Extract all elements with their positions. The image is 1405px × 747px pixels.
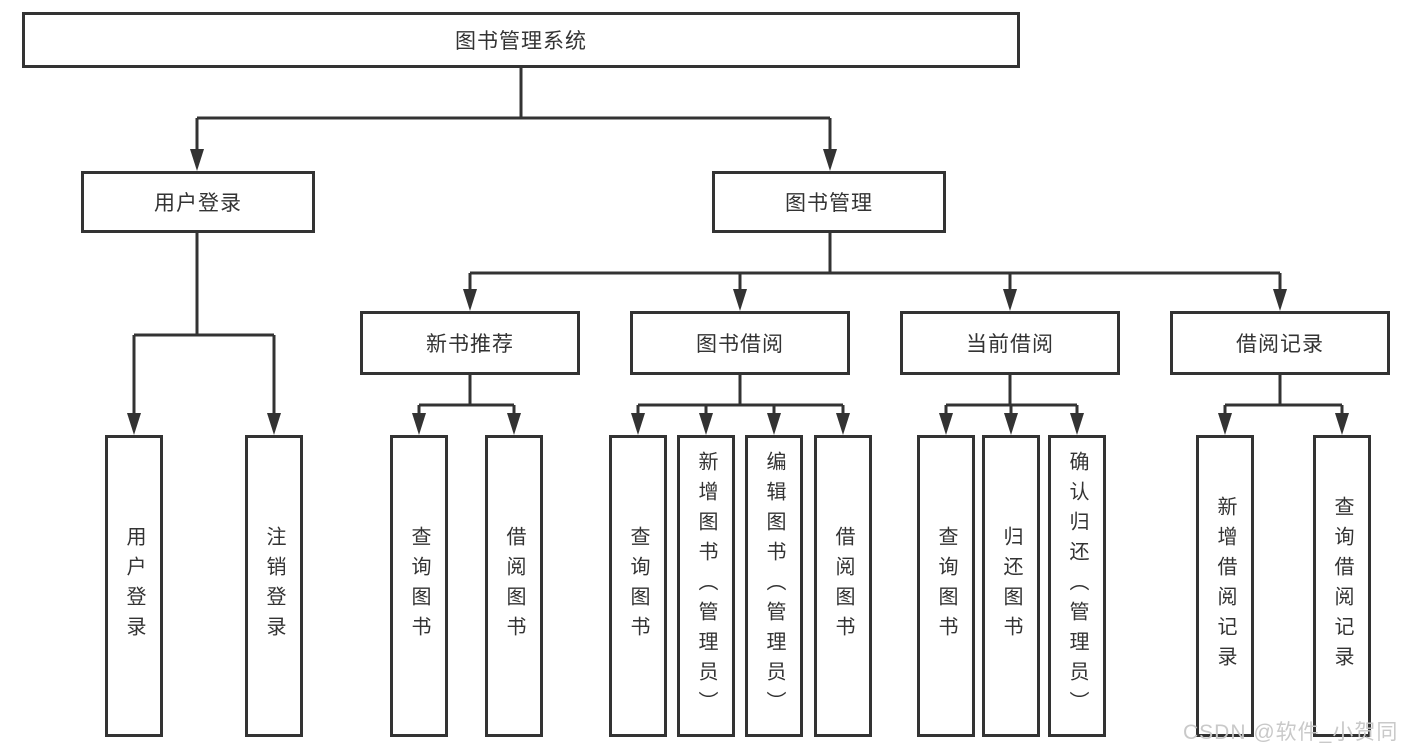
node-label: 图书管理系统 <box>455 30 587 53</box>
leaf-borrow-books-1: 借阅图书 <box>485 435 543 737</box>
arrow-down-icon <box>1004 413 1018 435</box>
node-new-book-recommend: 新书推荐 <box>360 311 580 375</box>
arrow-down-icon <box>836 413 850 435</box>
leaf-add-borrow-record: 新增借阅记录 <box>1196 435 1254 737</box>
leaf-user-login: 用户登录 <box>105 435 163 737</box>
node-label: 新书推荐 <box>426 333 514 356</box>
node-label: 查询借阅记录 <box>1331 496 1353 676</box>
node-label: 用户登录 <box>123 526 145 646</box>
arrow-down-icon <box>699 413 713 435</box>
node-label: 查询图书 <box>408 526 430 646</box>
connector-user-login-branch <box>132 233 276 417</box>
leaf-query-books-3: 查询图书 <box>917 435 975 737</box>
node-label: 借阅记录 <box>1236 333 1324 356</box>
node-label: 确认归还（管理员） <box>1066 451 1088 721</box>
node-book-borrow: 图书借阅 <box>630 311 850 375</box>
node-label: 图书管理 <box>785 192 873 215</box>
leaf-edit-books-admin: 编辑图书（管理员） <box>745 435 803 737</box>
arrow-down-icon <box>463 289 477 311</box>
arrow-down-icon <box>767 413 781 435</box>
leaf-logout: 注销登录 <box>245 435 303 737</box>
node-label: 当前借阅 <box>966 333 1054 356</box>
node-label: 图书借阅 <box>696 333 784 356</box>
arrow-down-icon <box>127 413 141 435</box>
node-library-management-system: 图书管理系统 <box>22 12 1020 68</box>
node-label: 用户登录 <box>154 192 242 215</box>
arrow-down-icon <box>939 413 953 435</box>
arrow-down-icon <box>823 149 837 171</box>
node-label: 借阅图书 <box>503 526 525 646</box>
connector-root-to-level2 <box>195 68 832 153</box>
leaf-return-books: 归还图书 <box>982 435 1040 737</box>
arrow-down-icon <box>1003 289 1017 311</box>
arrowheads <box>127 149 1349 435</box>
node-borrow-record: 借阅记录 <box>1170 311 1390 375</box>
arrow-down-icon <box>733 289 747 311</box>
leaf-query-books-2: 查询图书 <box>609 435 667 737</box>
leaf-confirm-return-admin: 确认归还（管理员） <box>1048 435 1106 737</box>
node-current-borrow: 当前借阅 <box>900 311 1120 375</box>
leaf-add-books-admin: 新增图书（管理员） <box>677 435 735 737</box>
node-label: 查询图书 <box>627 526 649 646</box>
leaf-query-books-1: 查询图书 <box>390 435 448 737</box>
connector-book-borrow-branch <box>636 375 845 417</box>
connector-current-borrow-branch <box>944 375 1079 417</box>
node-label: 归还图书 <box>1000 526 1022 646</box>
leaf-query-borrow-record: 查询借阅记录 <box>1313 435 1371 737</box>
node-label: 注销登录 <box>263 526 285 646</box>
node-label: 借阅图书 <box>832 526 854 646</box>
node-label: 新增借阅记录 <box>1214 496 1236 676</box>
node-user-login: 用户登录 <box>81 171 315 233</box>
arrow-down-icon <box>412 413 426 435</box>
arrow-down-icon <box>507 413 521 435</box>
arrow-down-icon <box>1273 289 1287 311</box>
node-book-management: 图书管理 <box>712 171 946 233</box>
node-label: 编辑图书（管理员） <box>763 451 785 721</box>
csdn-watermark: CSDN @软件_小贺同学 <box>1183 721 1399 744</box>
node-label: 查询图书 <box>935 526 957 646</box>
arrow-down-icon <box>190 149 204 171</box>
connector-new-book-branch <box>417 375 516 417</box>
arrow-down-icon <box>1218 413 1232 435</box>
leaf-borrow-books-2: 借阅图书 <box>814 435 872 737</box>
arrow-down-icon <box>1070 413 1084 435</box>
arrow-down-icon <box>631 413 645 435</box>
arrow-down-icon <box>267 413 281 435</box>
node-label: 新增图书（管理员） <box>695 451 717 721</box>
arrow-down-icon <box>1335 413 1349 435</box>
connector-borrow-record-branch <box>1223 375 1344 417</box>
connector-book-management-branch <box>468 233 1282 293</box>
